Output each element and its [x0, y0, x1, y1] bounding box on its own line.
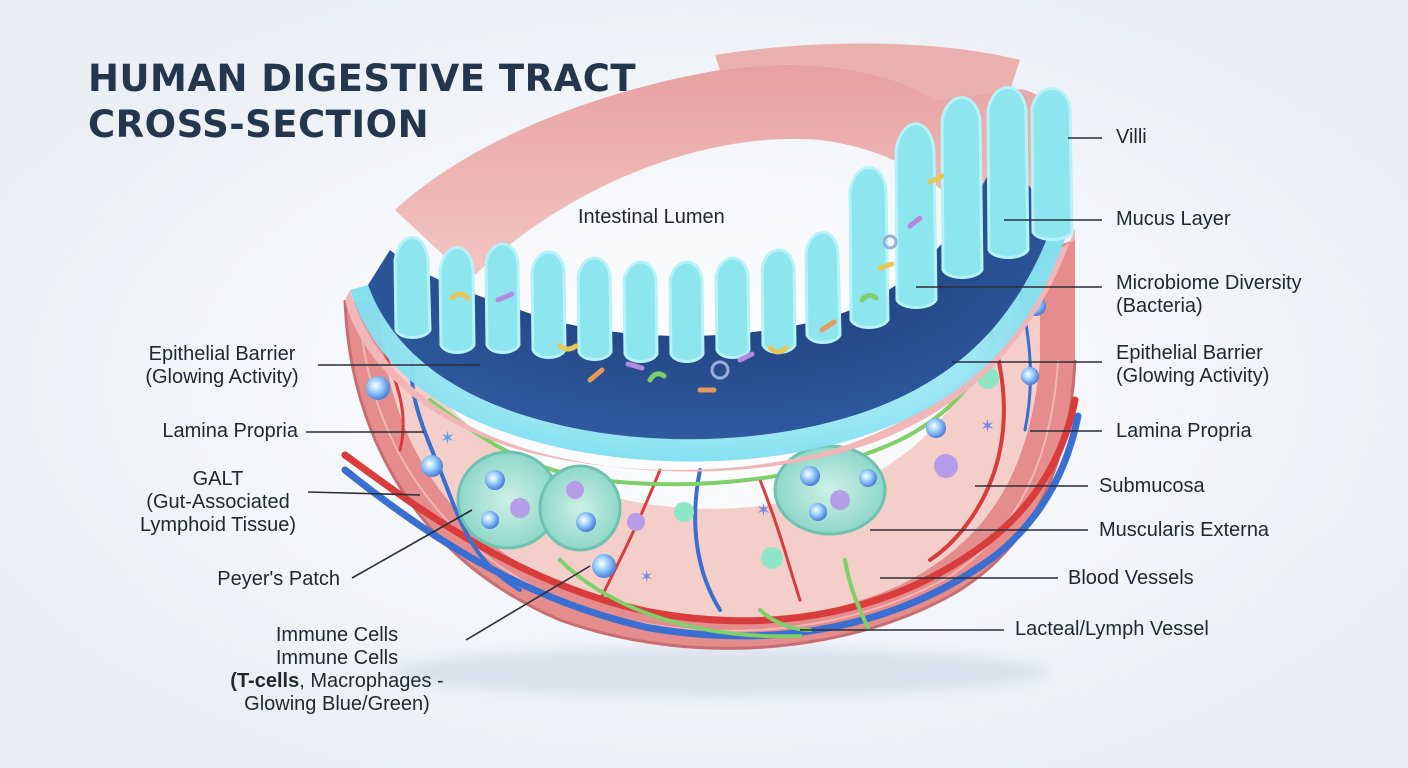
- label-line: Glowing Blue/Green): [244, 693, 430, 715]
- label-line: (Glowing Activity): [1116, 365, 1270, 387]
- label-line: Immune Cells: [275, 647, 399, 669]
- svg-text:✶: ✶: [980, 416, 995, 437]
- label-microbiome-diversity: Microbiome Diversity (Bacteria): [1116, 272, 1302, 318]
- label-line: (Bacteria): [1116, 295, 1203, 317]
- leader-lines: [306, 137, 1102, 641]
- label-submucosa: Submucosa: [1099, 475, 1205, 497]
- label-fragment: (: [230, 670, 237, 692]
- label-epithelial-barrier-right: Epithelial Barrier (Glowing Activity): [1116, 342, 1269, 388]
- label-mucus-layer: Mucus Layer: [1116, 208, 1231, 230]
- peyers-patch-right: [773, 444, 887, 536]
- label-epithelial-barrier-left: Epithelial Barrier (Glowing Activity): [132, 343, 312, 389]
- label-muscularis-externa: Muscularis Externa: [1099, 519, 1270, 541]
- svg-text:✶: ✶: [640, 567, 653, 586]
- label-line: (Gut-Associated: [146, 491, 290, 513]
- peyers-patch-left: [456, 450, 622, 552]
- label-line-mixed: (T-cells, Macrophages -: [212, 670, 462, 693]
- label-line: Microbiome Diversity: [1116, 272, 1302, 294]
- title-line-1: HUMAN DIGESTIVE TRACT: [88, 57, 637, 100]
- label-lamina-propria-right: Lamina Propria: [1116, 420, 1252, 442]
- intestine-tube-upper: [395, 43, 1068, 281]
- label-line: Epithelial Barrier: [1116, 342, 1263, 364]
- label-villi: Villi: [1116, 126, 1147, 148]
- label-galt: GALT (Gut-Associated Lymphoid Tissue): [128, 468, 308, 537]
- label-bold-tcells: T-cells: [236, 670, 300, 692]
- label-intestinal-lumen: Intestinal Lumen: [578, 206, 725, 228]
- label-line: Immune Cells: [275, 624, 399, 646]
- label-immune-cells: Immune Cells Immune Cells (T-cells, Macr…: [212, 624, 462, 716]
- label-line: GALT: [192, 468, 244, 490]
- label-lacteal-lymph-vessel: Lacteal/Lymph Vessel: [1015, 618, 1209, 640]
- label-line: Epithelial Barrier: [148, 343, 296, 365]
- label-blood-vessels: Blood Vessels: [1068, 567, 1194, 589]
- title-line-2: CROSS-SECTION: [88, 103, 430, 146]
- villi: [393, 86, 1074, 363]
- label-fragment: , Macrophages -: [299, 670, 444, 692]
- label-peyers-patch: Peyer's Patch: [217, 568, 340, 590]
- svg-text:✶: ✶: [440, 428, 455, 449]
- microbiome-bacteria: [449, 173, 945, 393]
- label-lamina-propria-left: Lamina Propria: [162, 420, 298, 442]
- svg-text:✶: ✶: [756, 500, 771, 521]
- lumen: [368, 150, 1055, 440]
- diagram-title: HUMAN DIGESTIVE TRACT CROSS-SECTION: [88, 56, 636, 148]
- label-line: Lymphoid Tissue): [140, 514, 296, 536]
- label-line: (Glowing Activity): [145, 366, 299, 388]
